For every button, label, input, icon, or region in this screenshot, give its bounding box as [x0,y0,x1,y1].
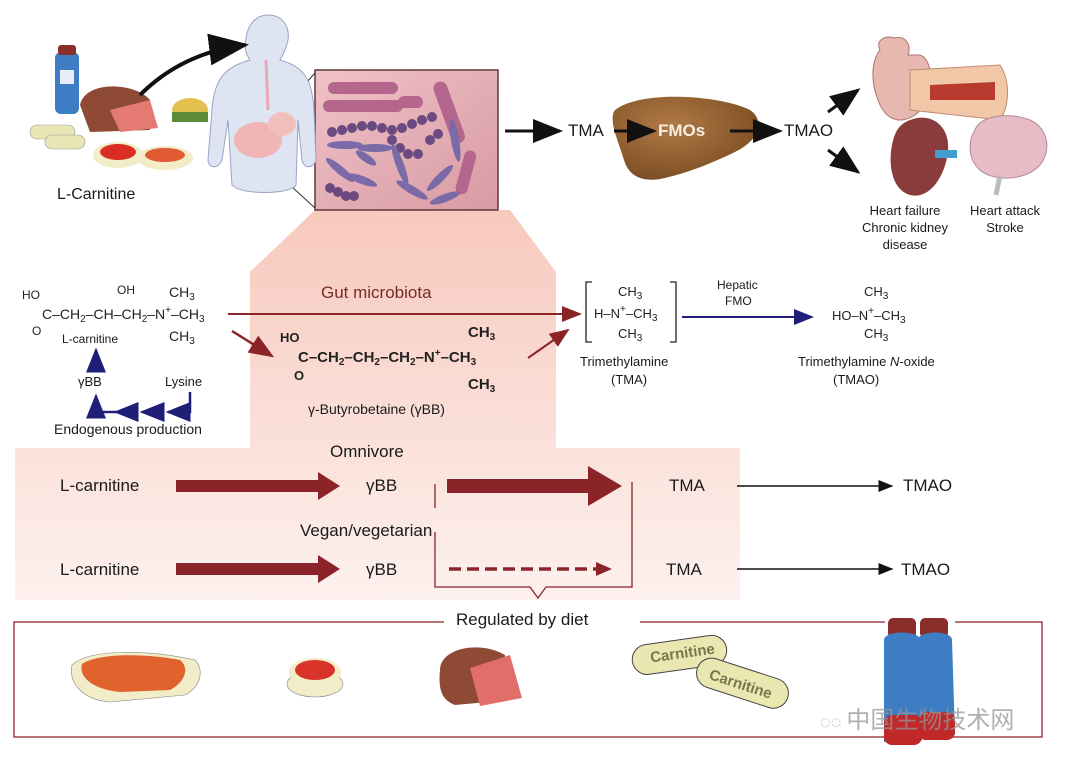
gbb-to-tma-arrow [527,328,570,359]
tmao-abbr: (TMAO) [833,372,880,387]
hepatic-label: Hepatic [717,278,758,292]
lysine-label: Lysine [165,374,203,389]
carnitine-to-gbb-arrow [231,329,275,358]
wechat-icon: ◌◌ [820,712,847,732]
vegan-carnitine-to-gbb-arrow [176,555,340,583]
tmao-structure: CH3 HO–N+–CH3 CH3 [832,284,906,344]
roast-beef-illustration [439,647,522,706]
gbb-name: γ-Butyrobetaine (γBB) [308,401,445,417]
outcome-heart-failure: Heart failure [869,203,941,218]
outcome-disease: disease [882,237,928,252]
liver-illustration [612,96,759,180]
fmo-label: FMO [725,294,752,308]
top-tma-label: TMA [568,121,604,140]
vegan-label: Vegan/vegetarian [300,521,433,540]
omnivore-tmao: TMAO [903,476,953,495]
human-body-illustration [207,14,317,193]
vegan-carnitine: L-carnitine [60,560,140,579]
filet-illustration [286,658,344,698]
omnivore-label: Omnivore [330,442,404,461]
tma-name: Trimethylamine [580,354,669,369]
energy-drink-bottles-illustration [884,618,955,745]
carnitine-structure: HO OH C–CH2–CH–CH2–N+–CH3 CH3 CH3 O [22,283,205,347]
gbb-structure: HO C–CH2–CH2–CH2–N+–CH3 CH3 CH3 O [280,324,496,395]
outcome-heart-attack: Heart attack [969,203,1041,218]
kidney-illustration [890,117,949,196]
regulated-by-diet-bracket [434,482,633,600]
omnivore-gbb: γBB [366,476,398,495]
gut-microbiota-label: Gut microbiota [321,283,432,302]
vegan-tma: TMA [666,560,702,579]
carnitine-capsules-illustration [631,634,789,709]
omnivore-carnitine-to-gbb-arrow [176,472,340,500]
vegan-gbb: γBB [366,560,398,579]
tmao-name: Trimethylamine N-oxide [798,354,935,369]
regulated-by-diet-label: Regulated by diet [456,610,589,629]
outcomes-left: Heart failure Chronic kidney disease [848,202,962,253]
tma-bracket-left [585,281,592,343]
tma-bracket-right [670,281,677,343]
top-tmao-label: TMAO [784,121,834,140]
bacteria-illustration [323,81,477,205]
omnivore-gbb-to-tma-arrow [447,466,622,506]
tma-abbr: (TMA) [611,372,648,387]
organ-illustrations [872,36,1048,196]
fmos-label: FMOs [658,121,706,140]
watermark: ◌◌ 中国生物技术网 [820,707,1015,734]
outcome-chronic-kidney: Chronic kidney [862,220,948,235]
outcome-stroke: Stroke [986,220,1024,235]
steak-illustration [71,652,201,703]
endogenous-pathway-arrows [86,347,192,422]
endogenous-production-label: Endogenous production [54,421,202,437]
omnivore-carnitine: L-carnitine [60,476,140,495]
outcomes-right: Heart attack Stroke [960,202,1050,236]
tma-structure: CH3 H–N+–CH3 CH3 [594,284,658,344]
dietary-carnitine-foods-illustration [29,45,208,170]
carnitine-name: L-carnitine [62,332,119,346]
vegan-tmao: TMAO [901,560,951,579]
foods-panel-border [13,621,1043,738]
endogenous-gbb-label: γBB [78,374,102,389]
dietary-source-label: L-Carnitine [57,186,136,203]
brain-illustration [969,115,1048,179]
gut-microbiota-zoom-region [15,210,740,600]
omnivore-tma: TMA [669,476,705,495]
